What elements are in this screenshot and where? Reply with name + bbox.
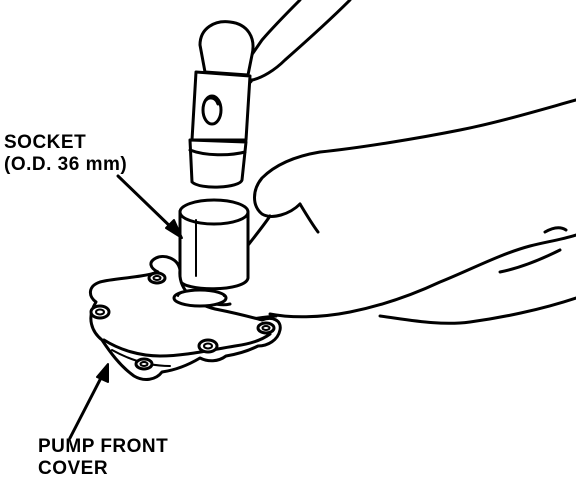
pump-label-line1: PUMP FRONT [38, 436, 169, 457]
hammer-icon [188, 20, 255, 189]
socket-leader-arrow [116, 174, 183, 239]
socket-tool [178, 198, 250, 291]
pump-leader-arrow [68, 363, 109, 440]
pump-label-line2: COVER [38, 458, 109, 479]
socket-label-line1: SOCKET [4, 132, 87, 153]
upper-arm [236, 0, 352, 86]
pump-front-cover [89, 255, 282, 381]
socket-label-line2: (O.D. 36 mm) [4, 154, 128, 175]
pump-front-cover-label: PUMP FRONT COVER [38, 436, 168, 480]
socket-label: SOCKET (O.D. 36 mm) [4, 132, 127, 176]
